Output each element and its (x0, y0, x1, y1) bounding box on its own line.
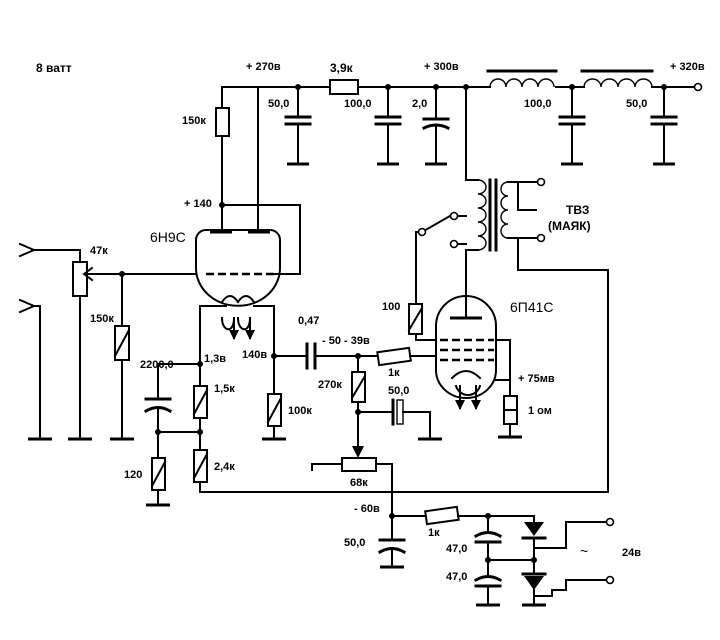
diodes: ~ 24в (487, 515, 641, 607)
cap-47-a: 47,0 (446, 515, 503, 575)
grid-stopper-1k-label: 1к (388, 367, 400, 379)
cap-50-a-label: 50,0 (268, 98, 289, 110)
grid-bias-label: - 50 - 39в (322, 335, 370, 347)
pot-47k-label: 47к (90, 245, 108, 257)
cathode-resistor-label: 1 ом (528, 405, 552, 417)
output-transformer: ТВЗ (МАЯК) (417, 86, 591, 261)
power-title: 8 ватт (36, 61, 72, 75)
cathode-resistor-1ohm: + 75мв 1 ом (495, 373, 555, 439)
cap-2200-label: 2200,0 (140, 359, 174, 371)
cap-47-b: 47,0 (446, 571, 503, 607)
tube-6n9s-label: 6Н9С (150, 229, 186, 245)
resistor-120: 120 (124, 431, 170, 507)
grid-stopper-1k: 1к (376, 346, 437, 379)
bypass-cap-50: 50,0 (357, 385, 442, 441)
ac-symbol: ~ (580, 543, 588, 559)
cap-2: 2,0 (412, 86, 451, 166)
neg60-label: - 60в (354, 503, 380, 515)
cap-100-b-label: 100,0 (524, 98, 552, 110)
resistor-100k-label: 100к (288, 405, 312, 417)
cap-50-a: 50,0 (268, 86, 312, 166)
v13-label: 1,3в (204, 353, 226, 365)
pot-68k-label: 68к (350, 477, 368, 489)
cap-50-b-label: 50,0 (626, 98, 647, 110)
v140-label: + 140 (184, 198, 212, 210)
ac-voltage-label: 24в (622, 547, 641, 559)
resistor-2k4-label: 2,4к (214, 461, 235, 473)
pot-68k: 68к (311, 457, 393, 541)
cap-2-label: 2,0 (412, 98, 427, 110)
choke-2 (580, 69, 654, 88)
cathode-voltage-label: + 75мв (518, 373, 555, 385)
b270-label: + 270в (246, 61, 281, 73)
cap-100-b: 100,0 (524, 86, 586, 166)
grid-resistor-150k-label: 150к (90, 313, 114, 325)
cap-100-a-label: 100,0 (344, 98, 372, 110)
b320-label: + 320в (670, 61, 705, 73)
transformer-label: ТВЗ (566, 203, 589, 217)
tube-6p41s: 6П41С (435, 295, 554, 410)
cap-47-b-label: 47,0 (446, 571, 467, 583)
cap-100-a: 100,0 (344, 86, 402, 166)
plate-resistor-150k-label: 150к (182, 115, 206, 127)
cap-50-neg-label: 50,0 (344, 537, 365, 549)
plate-resistor-150k: 150к (182, 86, 230, 233)
cap-2200: 2200,0 (140, 359, 201, 433)
grid-leak-270k: 270к (318, 355, 367, 458)
grid-leak-270k-label: 270к (318, 379, 342, 391)
cap-50-neg: 50,0 (344, 537, 407, 569)
cap-50-b: 50,0 (626, 86, 678, 166)
resistor-3k9-label: 3,9к (330, 61, 354, 75)
b300-label: + 300в (424, 61, 459, 73)
supply-rail (221, 82, 703, 92)
tube-6n9s: 6Н9С (150, 229, 281, 340)
screen-resistor-label: 100 (382, 301, 400, 313)
coupling-cap-047: 0,47 - 50 - 39в (273, 315, 379, 370)
v140k-label: 140в (242, 349, 267, 361)
input-jack (18, 242, 81, 441)
coupling-cap-label: 0,47 (298, 315, 319, 327)
cap-47-a-label: 47,0 (446, 543, 467, 555)
neg-supply: - 60в 1к (354, 503, 491, 539)
choke-1 (486, 69, 558, 88)
pot-47k: 47к (68, 245, 197, 441)
resistor-2k4: 2,4к (192, 247, 609, 493)
bypass-cap-label: 50,0 (388, 385, 409, 397)
neg-resistor-label: 1к (428, 527, 440, 539)
resistor-1k5-label: 1,5к (214, 383, 235, 395)
grid-resistor-150k: 150к (90, 273, 134, 441)
resistor-3k9: 3,9к (329, 61, 359, 95)
tube-6p41s-label: 6П41С (510, 299, 554, 315)
resistor-120-label: 120 (124, 469, 142, 481)
transformer-model-label: (МАЯК) (548, 219, 591, 233)
b320-terminal (693, 82, 703, 92)
screen-resistor-100: 100 (382, 231, 424, 341)
resistor-100k: 100к (262, 393, 312, 441)
